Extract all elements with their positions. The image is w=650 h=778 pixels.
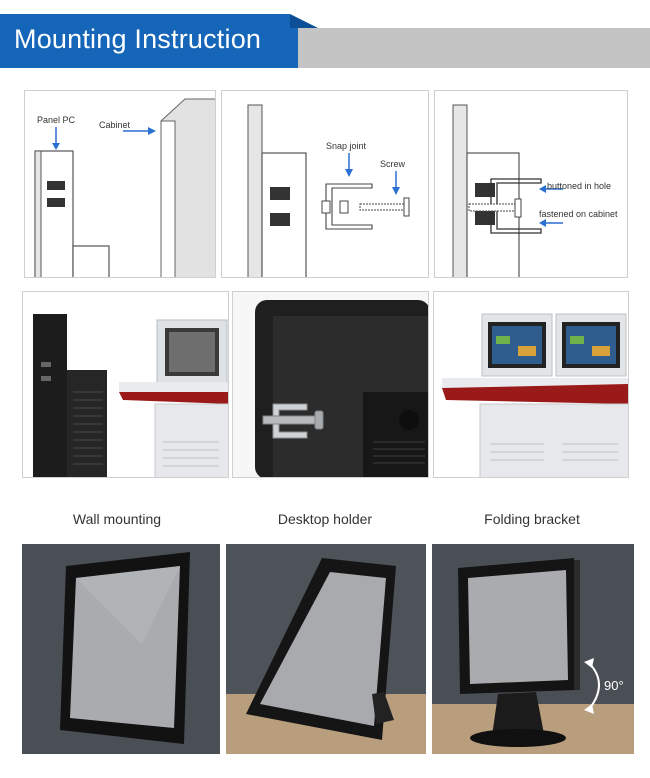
render-console-installed [433, 291, 629, 478]
caption-desktop-holder: Desktop holder [277, 511, 373, 527]
diagram-fastening-svg: buttoned in hole fastened on cabinet [452, 104, 618, 277]
folding-bracket-svg: 90° [432, 544, 634, 754]
render-console-installed-svg [434, 292, 628, 477]
diagram-panel-pc-svg: Panel PC Cabinet [34, 98, 215, 277]
snap-joint-label: Snap joint [326, 141, 367, 151]
panel-pc-label: Panel PC [37, 115, 76, 125]
caption-folding-bracket: Folding bracket [484, 511, 580, 527]
buttoned-label: buttoned in hole [547, 181, 611, 191]
render-closeup-svg [233, 292, 428, 477]
diagram-buttoned-fastened: buttoned in hole fastened on cabinet [434, 90, 628, 278]
diagram-panel-pc-cabinet: Panel PC Cabinet [24, 90, 216, 278]
screw-label: Screw [380, 159, 406, 169]
render-console-open-svg [23, 292, 228, 477]
header-banner: Mounting Instruction [0, 14, 650, 68]
photo-desktop-holder [226, 544, 426, 754]
desktop-holder-svg [226, 544, 426, 754]
wall-mount-svg [22, 544, 220, 754]
render-pc-beside-console [22, 291, 229, 478]
photo-folding-bracket: 90° [432, 544, 634, 754]
diagram-snap-joint-screw: Snap joint Screw [221, 90, 429, 278]
page-title: Mounting Instruction [14, 24, 262, 54]
banner-fold [290, 14, 318, 28]
diagram-snap-joint-svg: Snap joint Screw [247, 104, 410, 277]
render-bracket-closeup [232, 291, 429, 478]
banner-gray-strip [282, 28, 650, 68]
photo-wall-mounting [22, 544, 220, 754]
bracket-angle-label: 90° [604, 678, 624, 693]
caption-wall-mounting: Wall mounting [72, 511, 162, 527]
cabinet-label: Cabinet [99, 120, 131, 130]
fastened-label: fastened on cabinet [539, 209, 618, 219]
banner-blue-block [0, 14, 298, 68]
